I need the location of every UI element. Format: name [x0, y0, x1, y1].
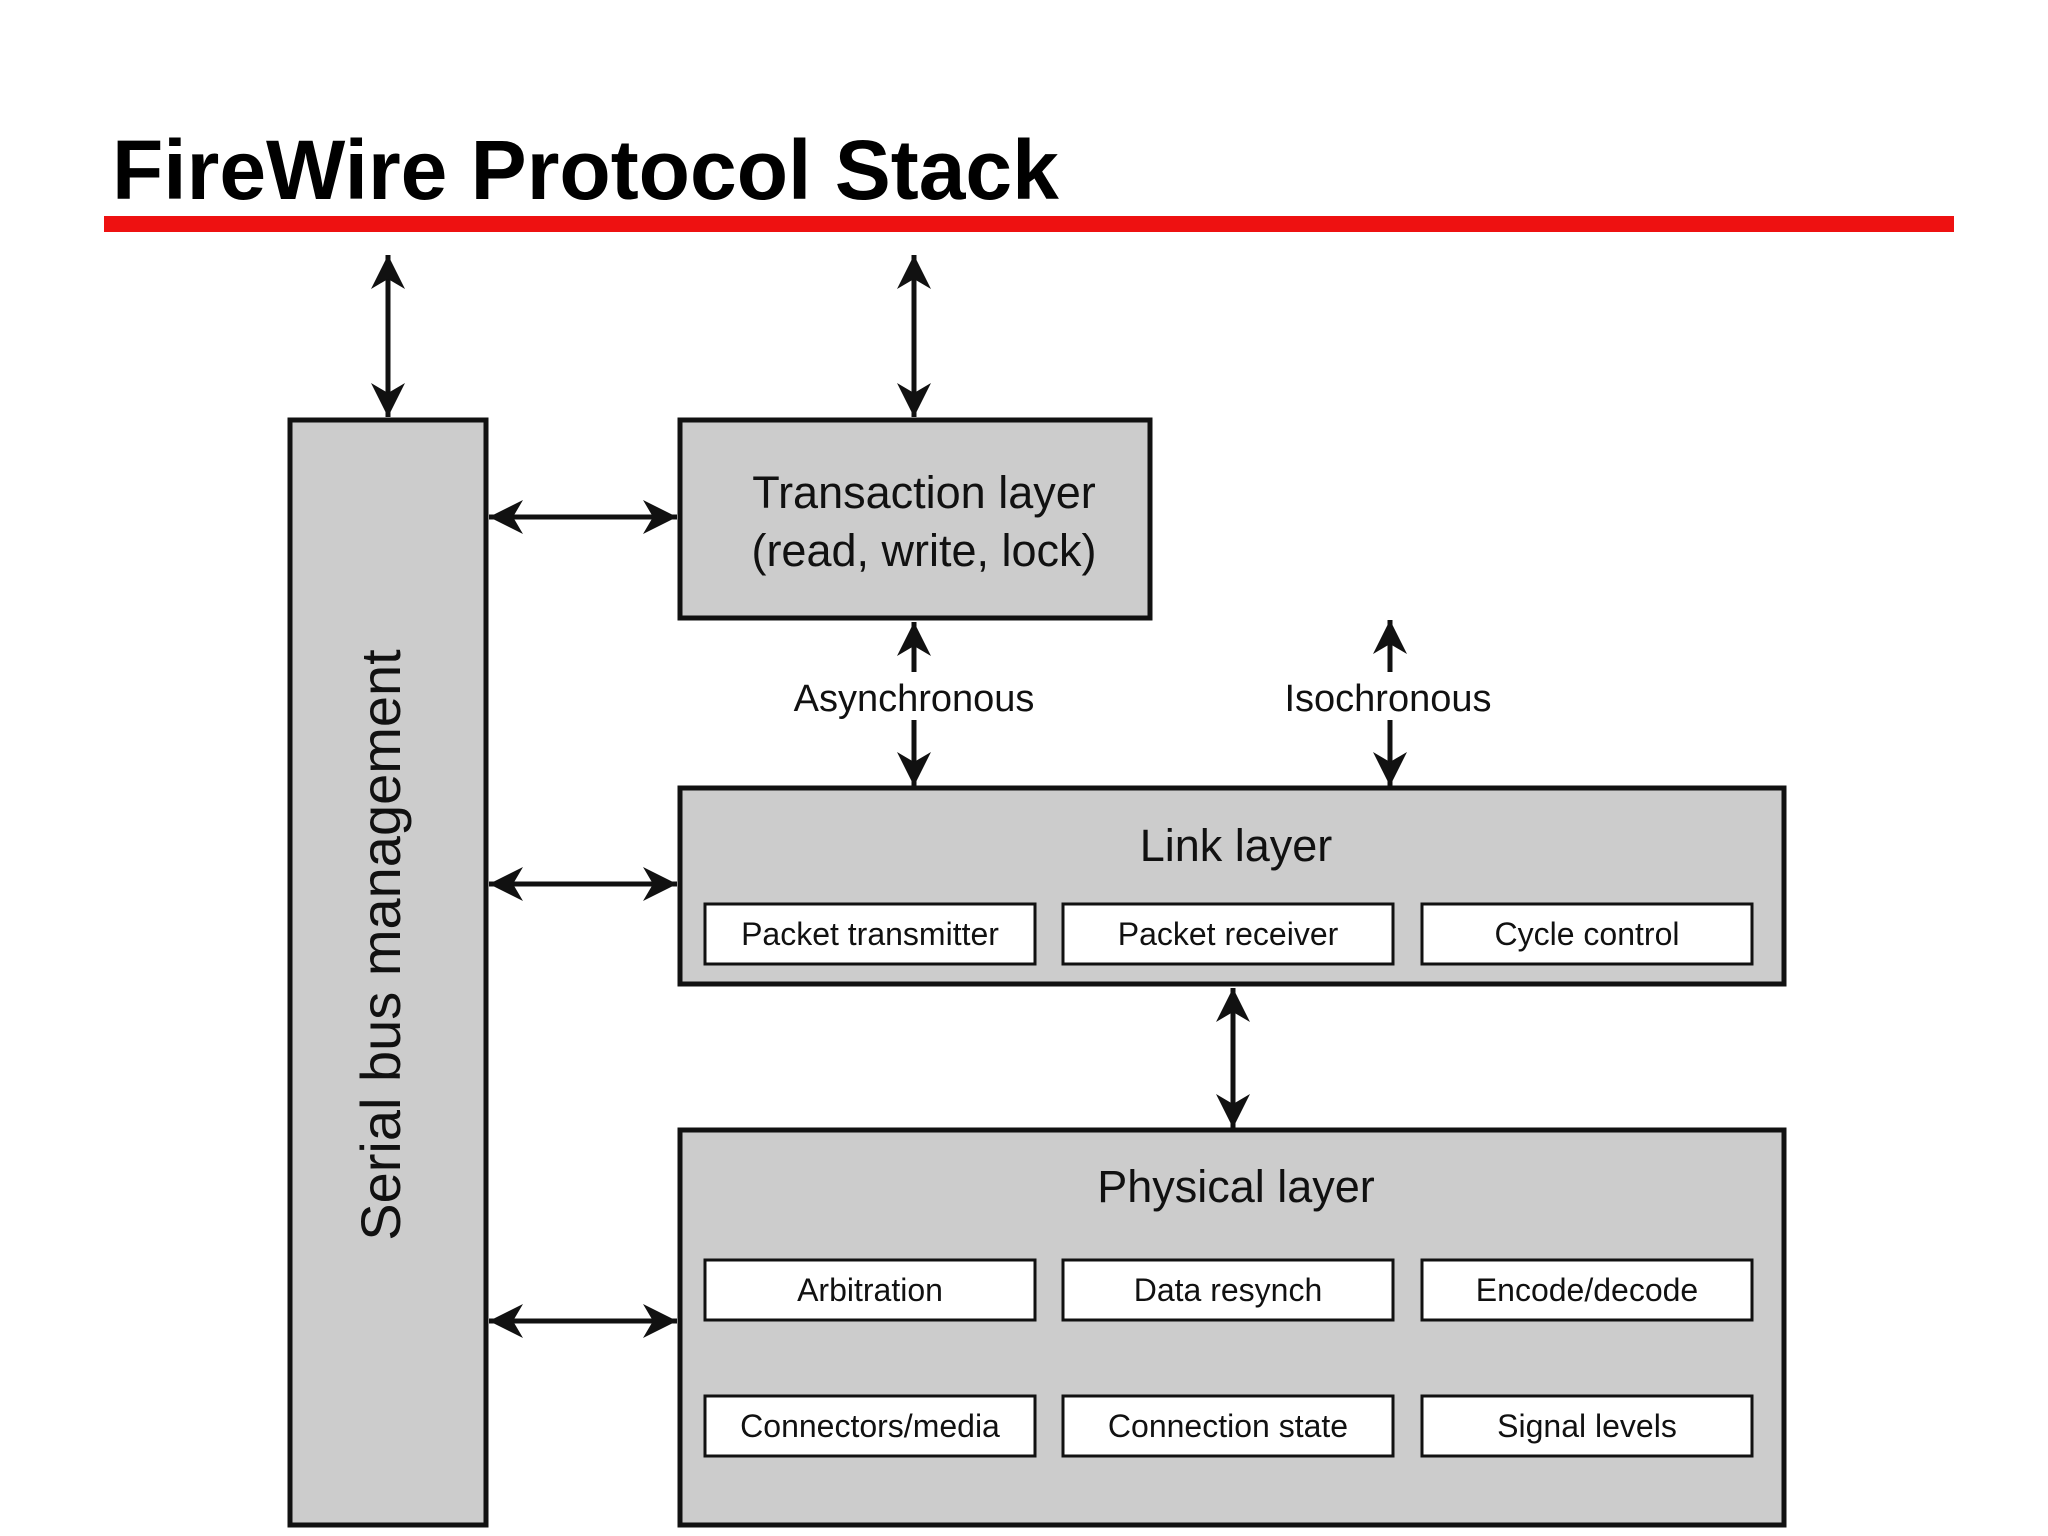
physical-item-connection-state: Connection state [1108, 1408, 1348, 1444]
physical-item-connection-state-box [1061, 1394, 1395, 1458]
physical-item-arbitration-box [703, 1258, 1037, 1322]
link-item-cycle-control: Cycle control [1495, 916, 1680, 952]
transaction-layer-label: Transaction layer [752, 467, 1095, 518]
physical-item-connectors-media-box [703, 1394, 1037, 1458]
physical-item-signal-levels: Signal levels [1497, 1408, 1677, 1444]
transaction-layer-ops: (read, write, lock) [751, 525, 1096, 576]
physical-layer-box [677, 1127, 1787, 1528]
physical-item-encode-decode: Encode/decode [1476, 1272, 1698, 1308]
link-item-packet-transmitter: Packet transmitter [741, 916, 999, 952]
physical-item-arbitration: Arbitration [797, 1272, 943, 1308]
link-item-packet-transmitter-box [703, 902, 1037, 966]
physical-item-signal-levels-box [1420, 1394, 1754, 1458]
link-layer-label: Link layer [1140, 820, 1333, 871]
serial-bus-management-label: Serial bus management [349, 649, 412, 1241]
link-item-packet-receiver-box [1061, 902, 1395, 966]
physical-item-data-resynch-box [1061, 1258, 1395, 1322]
link-item-cycle-control-box [1420, 902, 1754, 966]
title-underline [104, 216, 1954, 232]
isochronous-label: Isochronous [1284, 678, 1491, 720]
page-title: FireWire Protocol Stack [112, 123, 1059, 217]
transaction-layer-box [677, 417, 1153, 621]
physical-item-data-resynch: Data resynch [1134, 1272, 1323, 1308]
physical-layer-label: Physical layer [1097, 1161, 1375, 1212]
link-item-packet-receiver: Packet receiver [1118, 916, 1339, 952]
physical-item-connectors-media: Connectors/media [740, 1408, 1000, 1444]
serial-bus-management-box [287, 417, 489, 1528]
physical-item-encode-decode-box [1420, 1258, 1754, 1322]
asynchronous-label: Asynchronous [794, 678, 1035, 720]
